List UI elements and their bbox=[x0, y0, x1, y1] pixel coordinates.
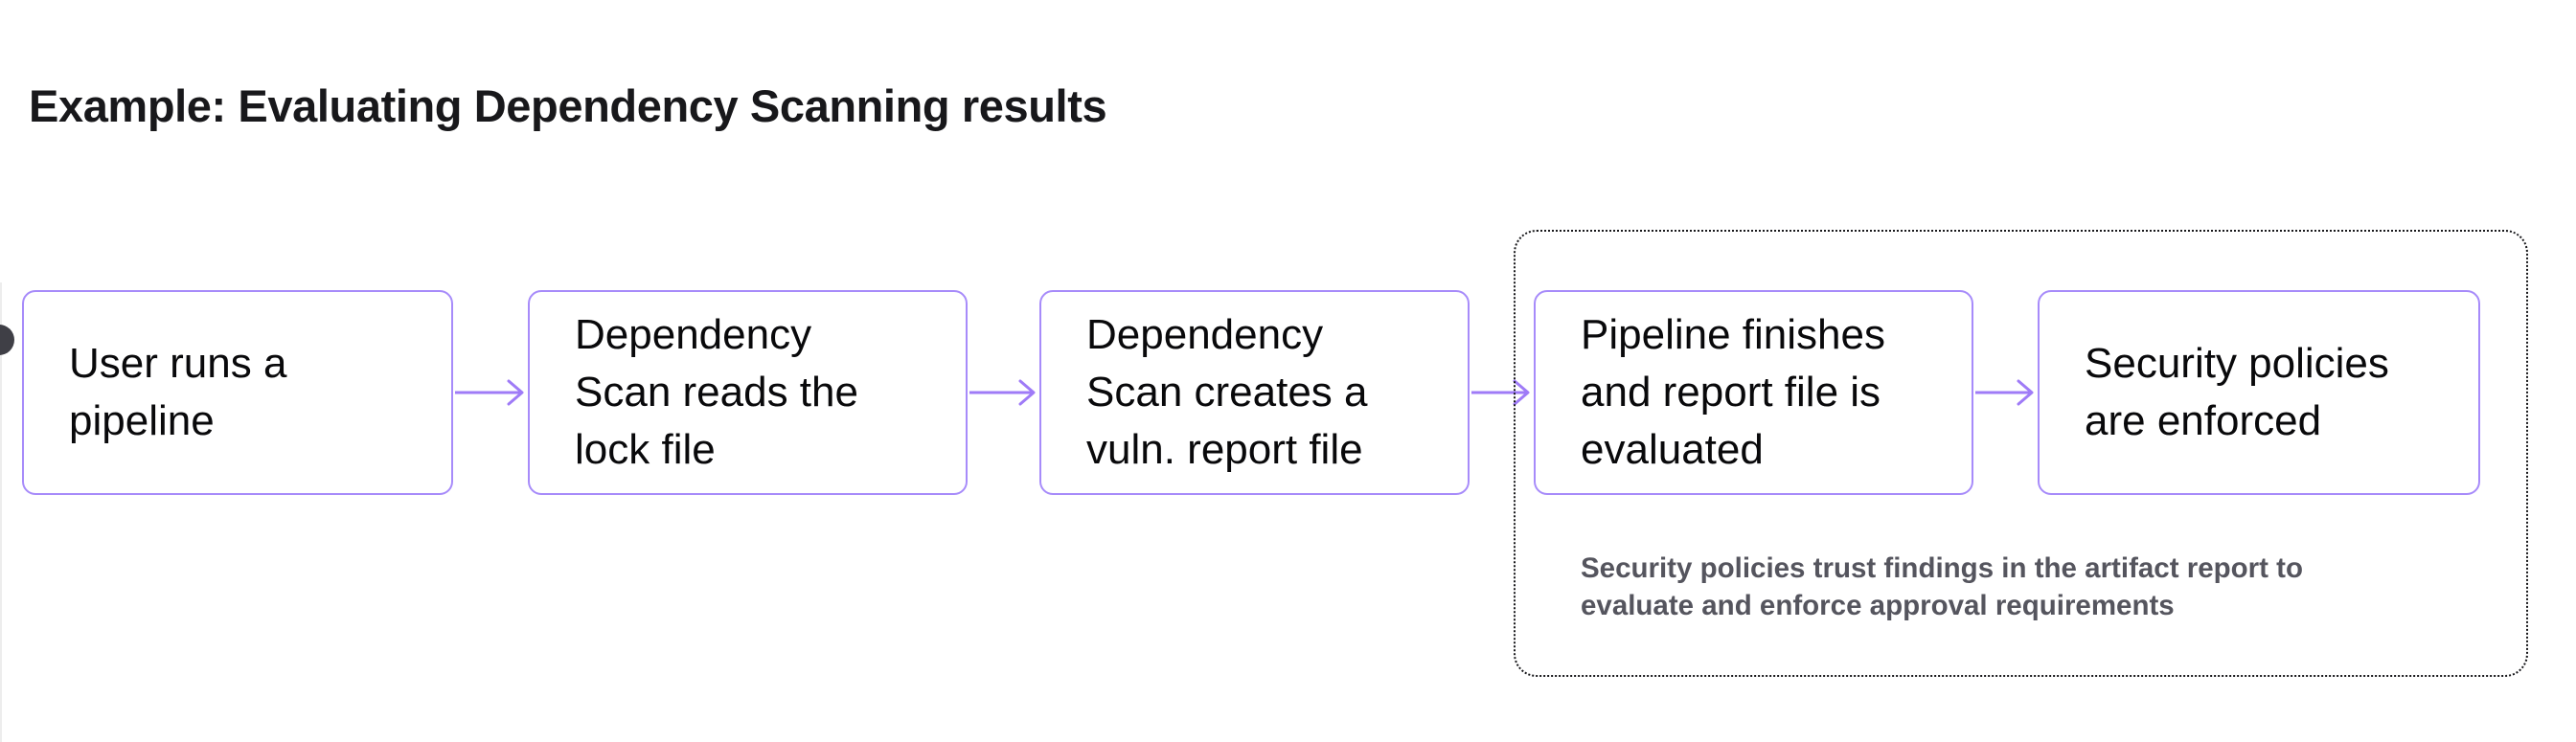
flow-step-security-policies-enforced: Security policies are enforced bbox=[2038, 290, 2480, 495]
annotation-line: evaluate and enforce approval requiremen… bbox=[1581, 590, 2175, 621]
step-label-line: lock file bbox=[575, 426, 716, 473]
flow-step-user-runs-pipeline: User runs a pipeline bbox=[22, 290, 453, 495]
step-label-line: Scan creates a bbox=[1086, 369, 1368, 416]
step-label-line: vuln. report file bbox=[1086, 426, 1363, 473]
connector-dot bbox=[0, 325, 14, 355]
arrow-right-connector bbox=[1975, 373, 2036, 412]
step-label-line: pipeline bbox=[69, 397, 215, 444]
flow-step-scan-creates-report: Dependency Scan creates a vuln. report f… bbox=[1039, 290, 1470, 495]
flow-step-scan-reads-lock-file: Dependency Scan reads the lock file bbox=[528, 290, 968, 495]
step-label-line: Scan reads the bbox=[575, 369, 858, 416]
security-policy-evaluation-group bbox=[1514, 230, 2528, 677]
step-label-line: Pipeline finishes bbox=[1581, 311, 1885, 358]
step-label-line: and report file is bbox=[1581, 369, 1881, 416]
arrow-right-connector bbox=[455, 373, 526, 412]
arrow-right-connector bbox=[969, 373, 1037, 412]
flow-step-pipeline-finishes: Pipeline finishes and report file is eva… bbox=[1534, 290, 1973, 495]
policy-trust-annotation: Security policies trust findings in the … bbox=[1581, 550, 2500, 624]
arrow-right-connector bbox=[1471, 373, 1532, 412]
step-label-line: evaluated bbox=[1581, 426, 1764, 473]
step-label-line: are enforced bbox=[2085, 397, 2322, 444]
diagram-title: Example: Evaluating Dependency Scanning … bbox=[29, 80, 1107, 131]
step-label-line: User runs a bbox=[69, 340, 287, 387]
annotation-line: Security policies trust findings in the … bbox=[1581, 552, 2303, 584]
step-label-line: Security policies bbox=[2085, 340, 2389, 387]
step-label-line: Dependency bbox=[1086, 311, 1324, 358]
left-edge-hairline bbox=[0, 282, 2, 742]
step-label-line: Dependency bbox=[575, 311, 812, 358]
